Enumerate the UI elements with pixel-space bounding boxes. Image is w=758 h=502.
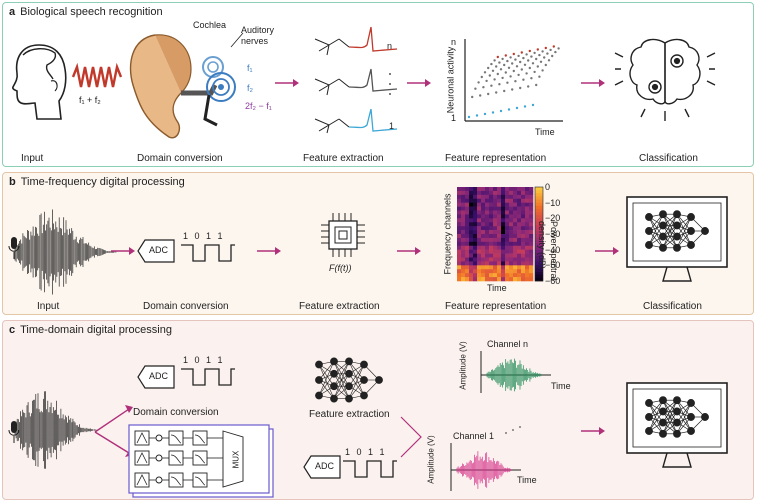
cochlea-label: Cochlea (193, 20, 227, 30)
ear-cochlea-icon (129, 32, 244, 139)
ellipsis-dots (389, 73, 391, 95)
feature-extraction-label-c: Feature extraction (309, 409, 390, 420)
colorbar-tick: −40 (545, 244, 561, 255)
colorbar-tick: 0 (545, 182, 551, 192)
bits-label-b: 1 0 1 1 (183, 231, 225, 241)
arrow-c-final (581, 427, 605, 435)
digital-signal-b (181, 244, 235, 262)
bits-label-c: 1 0 1 1 (183, 355, 225, 365)
digital-signal-c2 (343, 460, 397, 478)
channel-dots (505, 426, 521, 434)
input-frequency-label: f₁ + f₂ (79, 95, 101, 105)
channel-1-label: Channel 1 (453, 431, 495, 441)
adc-block-c2 (303, 455, 341, 479)
stage-input-a: Input (21, 153, 44, 164)
colorbar-tick: −50 (545, 260, 561, 271)
channel-n-plot (480, 351, 551, 393)
filter-bank-mux (128, 424, 274, 498)
neuron-1-label: 1 (389, 121, 395, 131)
auditory-nerves-label-1: Auditory (241, 25, 275, 35)
microphone-icon-c (8, 421, 20, 443)
stage-feature-b: Feature extraction (299, 301, 380, 312)
adc-label-c: ADC (149, 371, 169, 381)
adc2-label: ADC (315, 461, 335, 471)
digital-signal-c (181, 368, 235, 386)
arrow-b2 (257, 247, 281, 255)
arrow-b4 (595, 247, 619, 255)
monitor-nn-icon (626, 196, 728, 282)
merge-arrow (400, 416, 422, 458)
arrow-a2 (407, 79, 431, 87)
freq-f2-label: f₂ (247, 83, 253, 93)
stage-input-b: Input (37, 301, 60, 312)
adc-label-b: ADC (149, 245, 169, 255)
freq-combo-label: 2f₂ − f₁ (245, 101, 272, 111)
colorbar-tick: −20 (545, 213, 561, 224)
time-label-1: Time (517, 475, 537, 485)
amp-label-n: Amplitude (V) (458, 341, 468, 390)
arrow-a1 (275, 79, 299, 87)
time-label-n: Time (551, 381, 571, 391)
adc-block-c (137, 365, 175, 389)
arrow-b1 (111, 247, 135, 255)
raster-xlabel: Time (535, 127, 555, 137)
neuron-n-label: n (387, 41, 393, 51)
raster-ytop-label: n (451, 37, 457, 47)
freq-f1-label: f₁ (247, 63, 253, 73)
bits2-label: 1 0 1 1 (345, 447, 387, 457)
stage-representation-b: Feature representation (445, 301, 547, 312)
stage-representation-a: Feature representation (445, 153, 547, 164)
domain-conversion-label-c: Domain conversion (133, 407, 219, 418)
colorbar-ticks: 0 −10 −20 −30 −40 −50 −60 (545, 182, 575, 286)
colorbar-tick: −60 (545, 276, 561, 286)
raster-ylabel: Neuronal activity (445, 46, 456, 114)
sound-wave-icon (71, 62, 123, 88)
stage-domain-b: Domain conversion (143, 301, 229, 312)
raster-ybottom-label: 1 (451, 113, 457, 123)
processor-chip-icon (321, 213, 365, 257)
input-waveform (14, 209, 117, 295)
colorbar-label-1: Power spectral (549, 221, 559, 281)
stage-classification-b: Classification (643, 301, 702, 312)
adc-block (137, 239, 175, 263)
microphone-icon (8, 237, 20, 259)
mux-label: MUX (231, 450, 241, 469)
input-waveform-c (14, 391, 97, 469)
colorbar-tick: −30 (545, 229, 561, 239)
amp-label-1: Amplitude (V) (426, 435, 436, 484)
arrow-a3 (581, 79, 605, 87)
neurons-icon (314, 26, 398, 134)
feature-function-label: F(f(t)) (329, 263, 352, 273)
stage-feature-a: Feature extraction (303, 153, 384, 164)
stage-classification-a: Classification (639, 153, 698, 164)
head-icon (12, 44, 67, 120)
colorbar-tick: −10 (545, 197, 561, 208)
brain-icon (614, 38, 716, 121)
arrow-b3 (397, 247, 421, 255)
colorbar-label-2: density (dB) (537, 221, 547, 270)
spec-ylabel: Frequency channels (442, 193, 453, 275)
monitor-nn-icon-c (626, 382, 728, 468)
channel-n-label: Channel n (487, 339, 529, 349)
auditory-nerves-label-2: nerves (241, 36, 269, 46)
spec-xlabel: Time (487, 283, 507, 293)
channel-1-plot (450, 443, 521, 491)
neural-network-icon (315, 357, 383, 403)
spectrogram (457, 187, 534, 282)
neuronal-raster-plot (464, 39, 563, 122)
colorbar (534, 186, 544, 282)
stage-domain-a: Domain conversion (137, 153, 223, 164)
